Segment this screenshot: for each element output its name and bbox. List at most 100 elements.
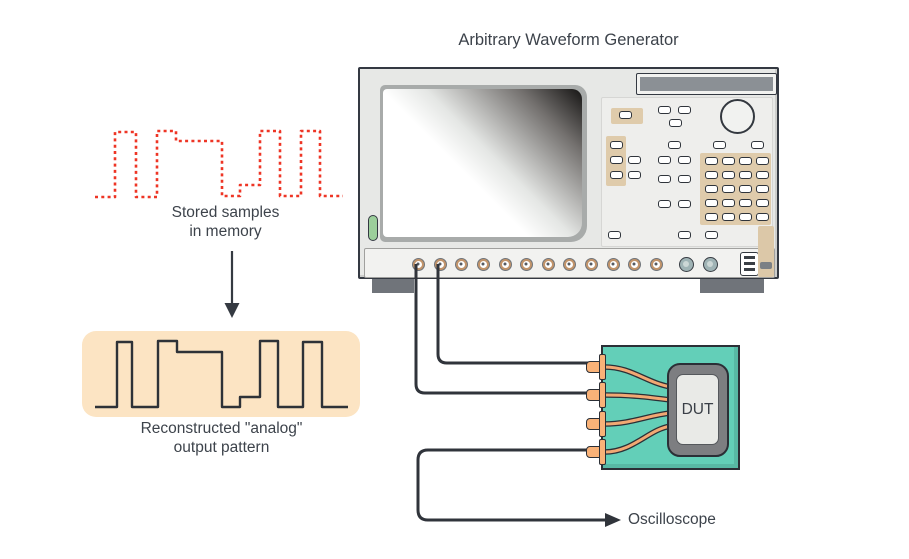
awg-button: [628, 156, 641, 164]
dut-chip: DUT: [667, 363, 729, 457]
awg-right-strip-slot: [760, 262, 772, 269]
awg-button: [609, 171, 623, 179]
awg-keypad-button: [722, 157, 735, 165]
oscilloscope-cable: [416, 448, 606, 522]
awg-foot-left: [372, 279, 414, 293]
awg-keypad-button: [739, 185, 752, 193]
dut-chip-label: DUT: [676, 374, 719, 445]
awg-screen: [383, 89, 582, 237]
awg-keypad-button: [705, 199, 718, 207]
awg-device: [358, 67, 779, 279]
awg-keypad: [700, 153, 771, 225]
awg-keypad-button: [722, 199, 735, 207]
dut-trace: [604, 365, 672, 389]
awg-keypad-button: [705, 213, 718, 221]
oscilloscope-label: Oscilloscope: [628, 511, 716, 528]
stored-waveform: [95, 129, 343, 199]
reconstructed-caption-line1: Reconstructed "analog": [140, 420, 303, 437]
awg-keypad-button: [739, 213, 752, 221]
awg-button: [678, 200, 691, 208]
awg-button: [658, 156, 671, 164]
awg-keypad-button: [739, 171, 752, 179]
io-port-bar: [744, 261, 755, 266]
bnc-connector-12: [650, 258, 662, 270]
awg-display-strip-inner: [640, 77, 773, 91]
signal-cable-1: [414, 264, 588, 395]
awg-screen-bezel: [380, 85, 587, 242]
awg-title: Arbitrary Waveform Generator: [458, 31, 679, 49]
awg-button: [609, 156, 623, 164]
awg-keypad-button: [722, 171, 735, 179]
awg-button: [668, 141, 681, 149]
awg-keypad-button: [739, 199, 752, 207]
bnc-connector-7: [542, 258, 554, 270]
awg-front-panel: [601, 97, 773, 247]
plug-tab: [599, 354, 606, 380]
bnc-connector-2: [434, 258, 446, 270]
io-port-stack: [740, 251, 759, 276]
dut-trace: [604, 424, 672, 454]
dut-traces: [604, 364, 672, 455]
awg-button: [705, 231, 718, 239]
aux-connector-2: [702, 256, 718, 272]
aux-connector-1: [678, 256, 694, 272]
awg-button: [678, 106, 691, 114]
reconstructed-caption-line2: output pattern: [173, 438, 270, 456]
dut-input-plug-4: [586, 439, 607, 465]
reconstructed-caption: Reconstructed "analog" output pattern: [83, 420, 360, 457]
awg-display-strip: [636, 73, 777, 95]
bnc-connector-6: [520, 258, 532, 270]
stored-samples-caption: Stored samples in memory: [127, 204, 324, 241]
stored-samples-caption-line1: Stored samples: [171, 204, 280, 221]
io-port-bar: [744, 255, 755, 260]
awg-keypad-button: [722, 213, 735, 221]
awg-button: [658, 175, 671, 183]
power-button: [368, 215, 378, 241]
dut-trace: [604, 393, 672, 402]
bnc-connector-8: [563, 258, 575, 270]
awg-keypad-button: [756, 171, 769, 179]
dut-board: DUT: [586, 345, 740, 470]
plug-tab: [599, 439, 606, 465]
awg-button: [609, 141, 623, 149]
awg-foot-right: [700, 279, 764, 293]
awg-button: [608, 231, 621, 239]
bnc-connector-1: [412, 258, 424, 270]
bnc-connector-11: [628, 258, 640, 270]
bnc-connector-5: [499, 258, 511, 270]
awg-connector-row: [364, 248, 775, 278]
awg-knob: [720, 99, 755, 134]
awg-keypad-button: [756, 185, 769, 193]
awg-keypad-button: [705, 157, 718, 165]
bnc-connector-3: [455, 258, 467, 270]
awg-pad-left-strip: [606, 136, 626, 186]
awg-button: [678, 175, 691, 183]
awg-right-strip: [758, 226, 774, 277]
io-port-bar: [744, 267, 755, 272]
dut-trace: [604, 411, 672, 426]
awg-keypad-button: [756, 213, 769, 221]
awg-button: [658, 106, 671, 114]
awg-pad-topleft: [611, 108, 643, 124]
awg-button: [628, 171, 641, 179]
awg-keypad-button: [739, 157, 752, 165]
bnc-connector-4: [477, 258, 489, 270]
memory-arrow-head: [224, 303, 240, 318]
dut-input-plug-1: [586, 354, 607, 380]
awg-button: [678, 231, 691, 239]
awg-button: [713, 141, 726, 149]
awg-button: [678, 156, 691, 164]
oscilloscope-arrow-head: [605, 513, 621, 527]
awg-keypad-button: [756, 157, 769, 165]
stored-samples-caption-line2: in memory: [189, 222, 262, 240]
awg-button: [658, 200, 671, 208]
bnc-connector-9: [585, 258, 597, 270]
reconstructed-pattern-box: [82, 331, 360, 417]
awg-keypad-button: [705, 185, 718, 193]
bnc-connector-10: [607, 258, 619, 270]
dut-input-plug-2: [586, 382, 607, 408]
awg-button: [751, 141, 764, 149]
plug-tab: [599, 382, 606, 408]
awg-keypad-button: [756, 199, 769, 207]
